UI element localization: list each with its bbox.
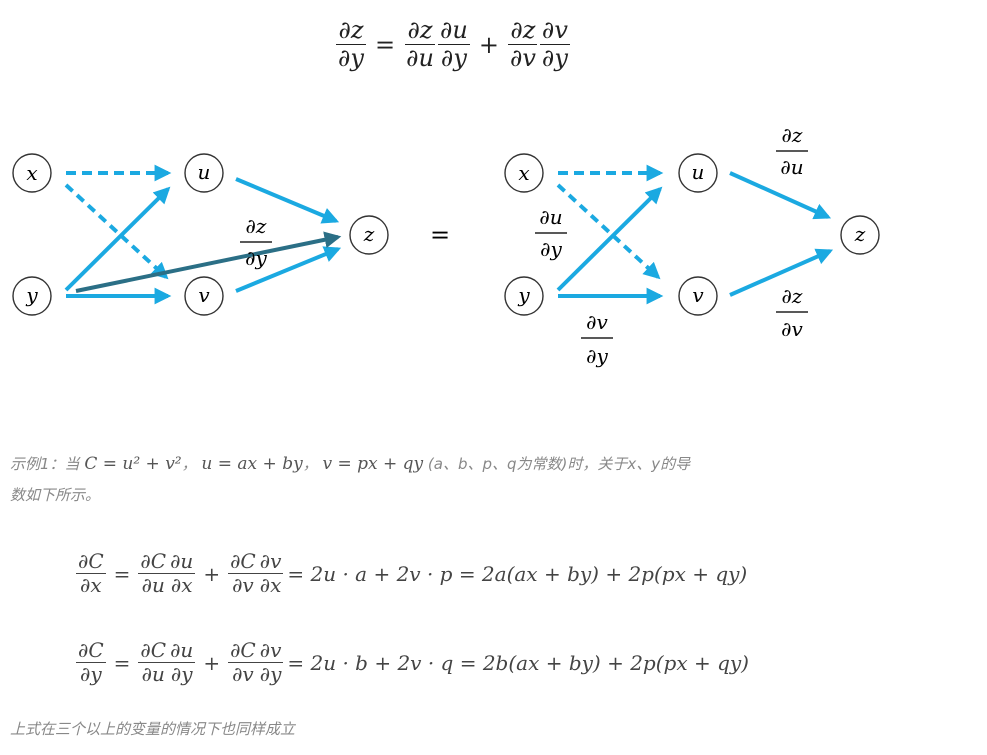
- node-u-label-r: u: [692, 160, 705, 184]
- node-z-label: z: [363, 222, 375, 246]
- equals-sign: =: [374, 30, 396, 59]
- node-u-circle-r: [678, 153, 718, 193]
- fraction-dv-dy: ∂v∂y: [539, 16, 570, 73]
- node-v-label-r: v: [692, 283, 704, 307]
- node-y-label: y: [25, 283, 38, 307]
- example-intro-line: 示例1：当 C = u² + v²， u = ax + by， v = px +…: [10, 454, 691, 474]
- right-diagram: x y u v z ∂u ∂y ∂v ∂y ∂z ∂u ∂z ∂v: [504, 123, 880, 368]
- arrow-v-to-z: [235, 246, 342, 293]
- arrow-u-to-z-r: [729, 171, 832, 220]
- node-y-circle-r: [504, 276, 544, 316]
- fraction-dz-du: ∂z∂u: [405, 16, 435, 73]
- arrow-y-to-u-r: [556, 186, 663, 292]
- node-z-circle-r: [840, 215, 880, 255]
- node-v-label: v: [198, 283, 210, 307]
- equation-dC-dx: ∂C∂x = ∂C∂u ∂u∂x + ∂C∂v ∂v∂x = 2u · a + …: [76, 549, 748, 597]
- example-intro-line-2: 数如下所示。: [10, 486, 101, 504]
- node-z-label-r: z: [854, 222, 866, 246]
- chain-rule-diagrams: x y u v z ∂z ∂y = x y u v z ∂u ∂y: [12, 123, 880, 368]
- arrow-v-to-z-r: [729, 248, 834, 297]
- label-du-dy-den: ∂y: [540, 237, 562, 261]
- label-dz-dy-den: ∂y: [245, 246, 267, 270]
- label-dz-dv-den: ∂v: [781, 317, 803, 341]
- label-dz-du-num: ∂z: [782, 123, 803, 147]
- arrow-y-to-u: [64, 186, 171, 292]
- node-y-circle: [12, 276, 52, 316]
- equation-dC-dy-rhs: = 2u · b + 2v · q = 2b(ax + by) + 2p(px …: [287, 650, 749, 675]
- node-x-circle-r: [504, 153, 544, 193]
- diagram-equals-sign: =: [430, 221, 450, 249]
- label-dz-dy-num: ∂z: [246, 214, 267, 238]
- label-du-dy-num: ∂u: [539, 205, 562, 229]
- plus-sign: +: [478, 30, 499, 59]
- label-dv-dy-num: ∂v: [586, 310, 608, 334]
- left-diagram: x y u v z ∂z ∂y: [12, 153, 389, 316]
- example-formula-v: v = px + qy: [322, 454, 424, 474]
- equation-dC-dx-rhs: = 2u · a + 2v · p = 2a(ax + by) + 2p(px …: [287, 561, 748, 586]
- arrow-x-to-v-dashed: [64, 183, 169, 280]
- fraction-dz-dv: ∂z∂v: [508, 16, 538, 73]
- node-y-label-r: y: [517, 283, 530, 307]
- node-u-label: u: [198, 160, 211, 184]
- label-dz-dv-num: ∂z: [782, 284, 803, 308]
- arrow-u-to-z: [235, 177, 340, 224]
- arrow-x-to-v-dashed-r: [556, 183, 661, 280]
- example-formula-c: C = u² + v²: [84, 454, 182, 474]
- label-dz-du-den: ∂u: [780, 155, 803, 179]
- node-u-circle: [184, 153, 224, 193]
- node-v-circle: [184, 276, 224, 316]
- label-dv-dy-den: ∂y: [586, 344, 608, 368]
- equation-dC-dy: ∂C∂y = ∂C∂u ∂u∂y + ∂C∂v ∂v∂y = 2u · b + …: [76, 638, 749, 686]
- node-v-circle-r: [678, 276, 718, 316]
- example-formula-u: u = ax + by: [201, 454, 303, 474]
- node-z-circle: [349, 215, 389, 255]
- node-x-label-r: x: [518, 161, 529, 185]
- node-x-circle: [12, 153, 52, 193]
- top-chain-rule-formula: ∂z∂y = ∂z∂u ∂u∂y + ∂z∂v ∂v∂y: [335, 16, 571, 73]
- footer-note: 上式在三个以上的变量的情况下也同样成立: [10, 720, 296, 738]
- fraction-du-dy: ∂u∂y: [437, 16, 470, 73]
- node-x-label: x: [26, 161, 37, 185]
- arrow-y-to-z-dark: [75, 231, 342, 293]
- fraction-dz-dy: ∂z∂y: [336, 16, 366, 73]
